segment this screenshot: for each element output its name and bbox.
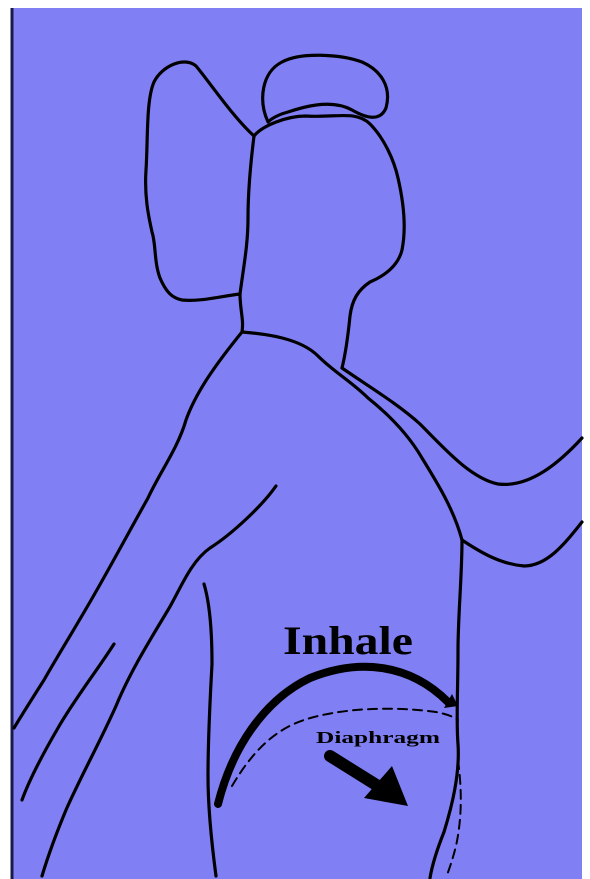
inhale-label: Inhale <box>283 618 413 663</box>
page-margin-top <box>0 0 590 8</box>
page-margin-right <box>582 0 590 879</box>
page-margin-left <box>0 0 12 879</box>
diaphragm-label: Diaphragm <box>316 728 440 747</box>
